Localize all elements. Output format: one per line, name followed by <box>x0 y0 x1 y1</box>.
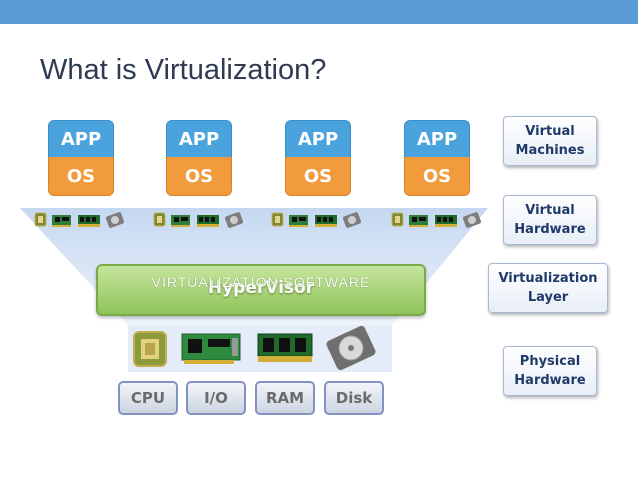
io-card-icon <box>171 215 190 227</box>
virtualization-layer-label: Virtualization Layer <box>488 263 608 313</box>
ram-icon <box>435 215 457 227</box>
disk-icon <box>462 212 482 228</box>
virtual-hardware-label: Virtual Hardware <box>503 195 597 245</box>
physical-disk-icon <box>326 326 376 371</box>
virtual-hardware-icons-1 <box>34 212 125 228</box>
disk-icon <box>342 212 362 228</box>
disk-box: Disk <box>324 381 384 415</box>
hypervisor-word: HyperVisor <box>207 278 315 298</box>
vm-2: APP OS <box>166 120 232 198</box>
io-card-icon <box>289 215 308 227</box>
vm-3: APP OS <box>285 120 351 198</box>
vm-4: APP OS <box>404 120 470 198</box>
slide-title: What is Virtualization? <box>40 54 327 86</box>
top-accent-bar <box>0 0 638 24</box>
ram-icon <box>315 215 337 227</box>
vm-app-label: APP <box>285 120 351 157</box>
cpu-icon <box>271 212 284 227</box>
disk-icon <box>105 212 125 228</box>
physical-cpu-icon <box>133 331 167 367</box>
virtual-machines-label: Virtual Machines <box>503 116 597 166</box>
cpu-icon <box>153 212 166 227</box>
vm-os-label: OS <box>285 157 351 196</box>
vm-os-label: OS <box>166 157 232 196</box>
physical-hardware-icons <box>133 326 376 371</box>
ram-box: RAM <box>255 381 315 415</box>
io-card-icon <box>409 215 428 227</box>
vm-1: APP OS <box>48 120 114 198</box>
virtual-hardware-icons-2 <box>153 212 244 228</box>
io-card-icon <box>52 215 71 227</box>
physical-ram-icon <box>257 333 313 362</box>
vm-app-label: APP <box>48 120 114 157</box>
cpu-box: CPU <box>118 381 178 415</box>
cpu-icon <box>391 212 404 227</box>
vm-os-label: OS <box>404 157 470 196</box>
ram-icon <box>197 215 219 227</box>
virtual-hardware-icons-4 <box>391 212 482 228</box>
virtual-hardware-icons-3 <box>271 212 362 228</box>
physical-hardware-label: Physical Hardware <box>503 346 597 396</box>
virtualization-software-label: VIRTUALIZATION SOFTWARE <box>151 274 371 290</box>
vm-app-label: APP <box>166 120 232 157</box>
vm-os-label: OS <box>48 157 114 196</box>
hypervisor-bar: HyperVisor VIRTUALIZATION SOFTWARE <box>96 264 426 316</box>
ram-icon <box>78 215 100 227</box>
io-box: I/O <box>186 381 246 415</box>
cpu-icon <box>34 212 47 227</box>
physical-io-card-icon <box>181 333 241 364</box>
vm-app-label: APP <box>404 120 470 157</box>
disk-icon <box>224 212 244 228</box>
